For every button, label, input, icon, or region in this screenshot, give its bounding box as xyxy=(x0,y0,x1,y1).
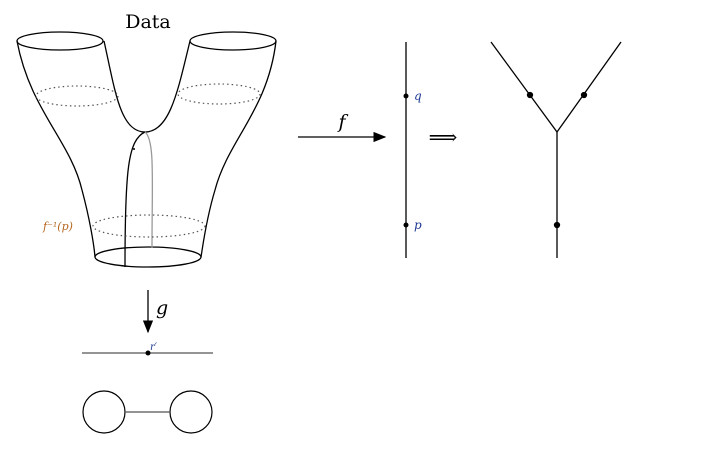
pants-surface xyxy=(16,31,277,268)
point-r-prime xyxy=(145,350,151,356)
bottom-boundary xyxy=(94,246,202,268)
reeb-graph-tree xyxy=(490,41,622,258)
level-sets xyxy=(35,83,261,238)
right-loop xyxy=(169,390,213,434)
left-outer-edge xyxy=(16,40,96,258)
title: Data xyxy=(125,11,171,33)
r-prime-label: r′ xyxy=(150,342,158,353)
q-label: q xyxy=(414,89,422,103)
surface-dot xyxy=(133,148,135,150)
inner-curve-hidden xyxy=(144,131,154,249)
reeb-interval: q p xyxy=(403,42,422,258)
dumbbell-graph xyxy=(82,390,213,434)
top-left-boundary xyxy=(16,31,104,51)
level-set-right xyxy=(177,83,261,105)
left-loop xyxy=(82,390,126,434)
point-q xyxy=(403,93,409,99)
point-p xyxy=(403,222,409,228)
tree-right-branch xyxy=(556,41,622,133)
crotch-edge xyxy=(103,40,191,133)
top-right-boundary xyxy=(189,31,277,51)
preimage-label: f⁻¹(p) xyxy=(42,220,73,233)
right-outer-edge xyxy=(200,40,277,258)
f-label: f xyxy=(336,111,348,133)
tree-node xyxy=(553,221,561,229)
p-label: p xyxy=(414,218,422,232)
level-set-preimage xyxy=(92,214,206,238)
g-label: g xyxy=(156,297,168,319)
level-set-left xyxy=(35,85,119,107)
tree-left-branch xyxy=(490,41,558,133)
tree-node xyxy=(580,91,588,99)
implies-arrow: ⟹ xyxy=(429,125,458,149)
tree-node xyxy=(526,91,534,99)
